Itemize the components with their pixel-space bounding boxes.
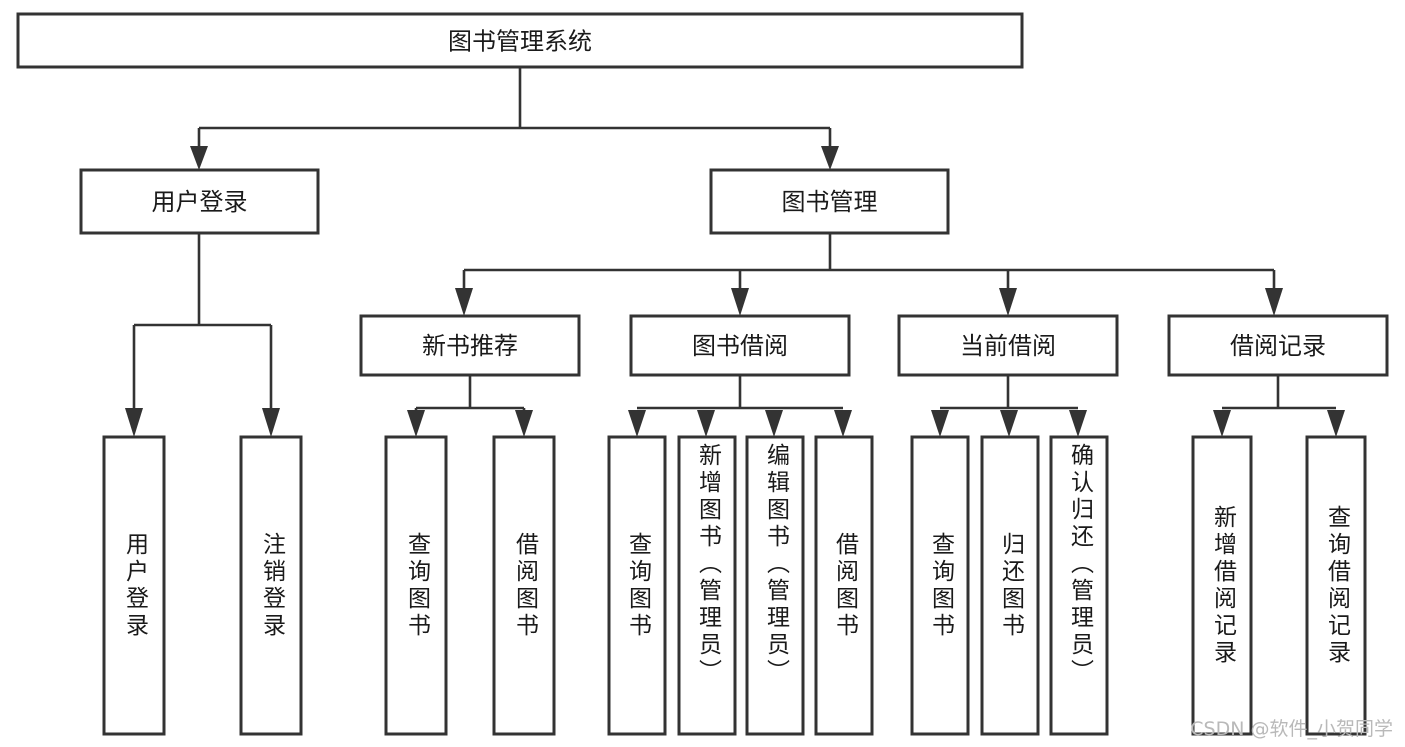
node-level3-record-label: 借阅记录	[1230, 332, 1326, 360]
leaf-box-userlogin-2[interactable]	[239, 435, 303, 736]
arrow-borrow-leaf-2	[697, 410, 715, 437]
leaf-box-record-2[interactable]	[1305, 435, 1367, 736]
arrow-userlogin-leaf-1	[125, 408, 143, 437]
arrow-root-to-bookmgmt	[821, 146, 839, 170]
node-root-label: 图书管理系统	[448, 28, 592, 56]
arrow-record-leaf-1	[1213, 410, 1231, 437]
leaf-box-record-1[interactable]	[1191, 435, 1253, 736]
arrow-bookmgmt-to-record	[1265, 288, 1283, 316]
leaf-box-current-2[interactable]	[980, 435, 1040, 736]
arrow-bookmgmt-to-newbook	[455, 288, 473, 316]
arrow-bookmgmt-to-borrow	[731, 288, 749, 316]
node-level2-userlogin-label: 用户登录	[152, 188, 248, 216]
connector-group-bookmgmt	[455, 233, 1283, 316]
arrow-newbook-leaf-2	[515, 410, 533, 437]
node-level3-newbook-label: 新书推荐	[422, 332, 518, 360]
arrow-root-to-userlogin	[190, 146, 208, 170]
connector-group-borrow	[628, 375, 852, 437]
leaf-box-newbook-1[interactable]	[384, 435, 448, 736]
connector-group-root	[190, 67, 839, 170]
node-level3-current-label: 当前借阅	[960, 332, 1056, 360]
leaf-box-current-1[interactable]	[910, 435, 970, 736]
node-root-box[interactable]	[16, 12, 1024, 69]
node-level3-current-box[interactable]	[897, 314, 1119, 377]
arrow-current-leaf-2	[1000, 410, 1018, 437]
node-level2-userlogin-box[interactable]	[79, 168, 320, 235]
arrow-record-leaf-2	[1327, 410, 1345, 437]
node-level2-bookmgmt-label: 图书管理	[782, 188, 878, 216]
connector-group-current	[931, 375, 1087, 437]
leaf-box-current-3[interactable]	[1049, 435, 1109, 736]
arrow-borrow-leaf-4	[834, 410, 852, 437]
arrow-current-leaf-1	[931, 410, 949, 437]
arrow-borrow-leaf-3	[765, 410, 783, 437]
node-level3-record-box[interactable]	[1167, 314, 1389, 377]
arrow-borrow-leaf-1	[628, 410, 646, 437]
leaf-box-borrow-4[interactable]	[814, 435, 874, 736]
watermark-text: CSDN @软件_小贺同学	[1190, 718, 1393, 740]
leaf-box-borrow-2[interactable]	[677, 435, 737, 736]
node-level3-borrow-box[interactable]	[629, 314, 851, 377]
leaf-box-userlogin-1[interactable]	[102, 435, 166, 736]
leaf-box-borrow-3[interactable]	[745, 435, 805, 736]
node-level3-borrow-label: 图书借阅	[692, 332, 788, 360]
leaf-box-newbook-2[interactable]	[492, 435, 556, 736]
node-level3-newbook-box[interactable]	[359, 314, 581, 377]
arrow-current-leaf-3	[1069, 410, 1087, 437]
node-level2-bookmgmt-box[interactable]	[709, 168, 950, 235]
arrow-userlogin-leaf-2	[262, 408, 280, 437]
connector-group-newbook	[407, 375, 533, 437]
arrow-bookmgmt-to-current	[999, 288, 1017, 316]
connector-group-record	[1213, 375, 1345, 437]
leaf-box-borrow-1[interactable]	[607, 435, 667, 736]
connector-group-userlogin	[125, 233, 280, 437]
arrow-newbook-leaf-1	[407, 410, 425, 437]
